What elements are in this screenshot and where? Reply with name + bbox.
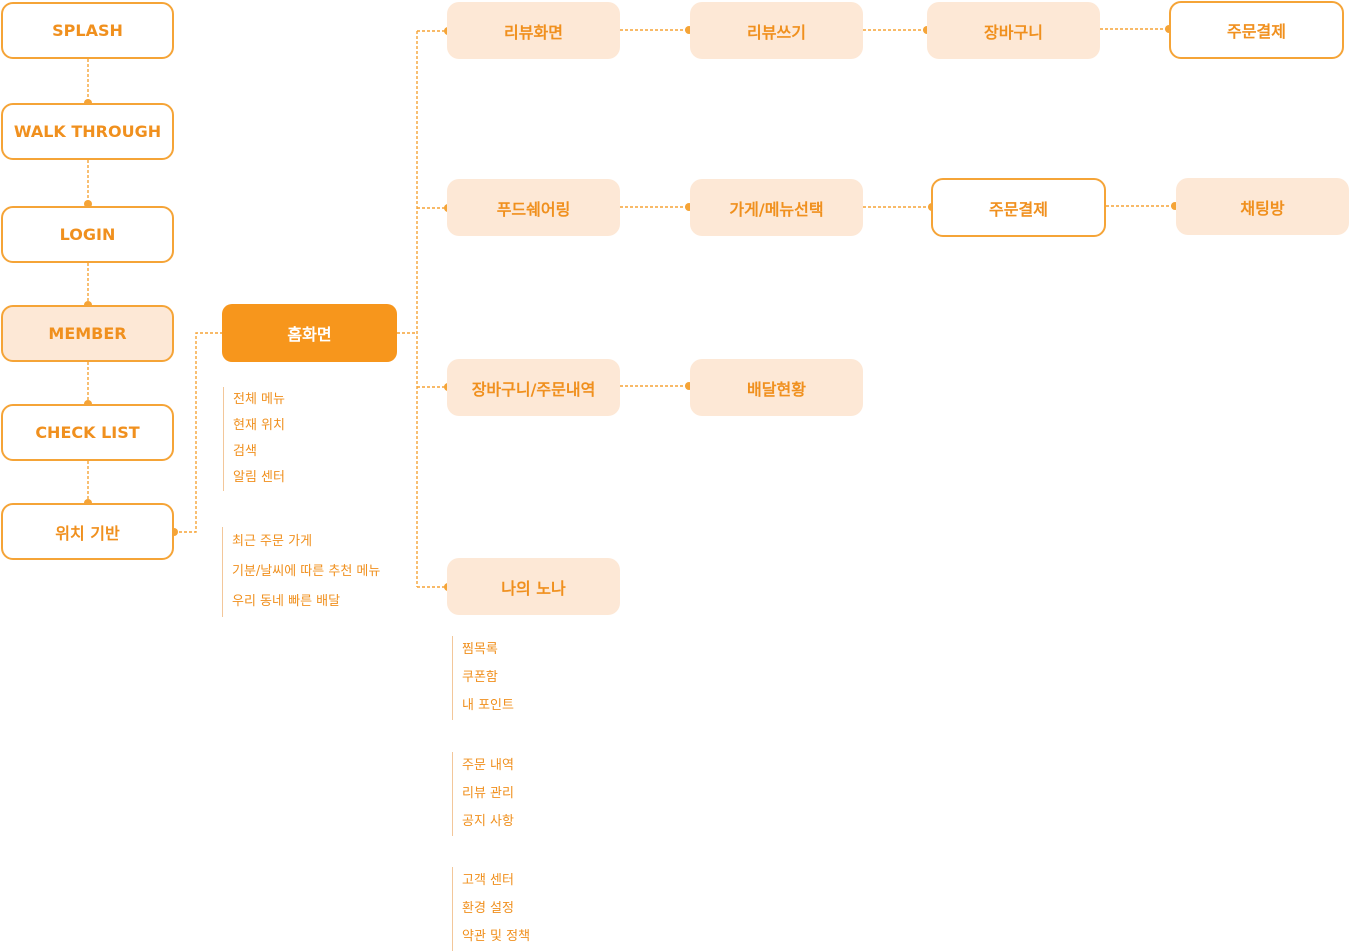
home-menu-group-2: 최근 주문 가게 기분/날씨에 따른 추천 메뉴 우리 동네 빠른 배달 [222, 527, 380, 617]
my-item: 내 포인트 [462, 698, 514, 713]
home-menu-group-1: 전체 메뉴 현재 위치 검색 알림 센터 [223, 387, 285, 491]
my-item: 고객 센터 [462, 873, 514, 888]
node-store-menu-select[interactable]: 가게/메뉴선택 [690, 179, 863, 236]
node-splash[interactable]: SPLASH [1, 2, 174, 59]
node-check-list[interactable]: CHECK LIST [1, 404, 174, 461]
home-item: 기분/날씨에 따른 추천 메뉴 [232, 564, 381, 579]
node-checkout[interactable]: 주문결제 [1169, 1, 1344, 59]
flow-connector [174, 332, 222, 533]
home-item: 우리 동네 빠른 배달 [232, 594, 341, 609]
node-cart-orders[interactable]: 장바구니/주문내역 [447, 359, 620, 416]
node-home[interactable]: 홈화면 [222, 304, 397, 362]
my-item: 약관 및 정책 [462, 929, 531, 944]
my-item: 환경 설정 [462, 901, 514, 916]
my-item: 쿠폰함 [462, 670, 498, 685]
home-item: 최근 주문 가게 [232, 534, 313, 549]
home-item: 알림 센터 [233, 470, 285, 485]
my-item: 공지 사항 [462, 814, 514, 829]
node-walk-through[interactable]: WALK THROUGH [1, 103, 174, 160]
node-cart[interactable]: 장바구니 [927, 2, 1100, 59]
node-delivery-status[interactable]: 배달현황 [690, 359, 863, 416]
node-review-screen[interactable]: 리뷰화면 [447, 2, 620, 59]
home-item: 검색 [233, 444, 257, 459]
home-item: 현재 위치 [233, 418, 285, 433]
node-login[interactable]: LOGIN [1, 206, 174, 263]
node-checkout-sharing[interactable]: 주문결제 [931, 178, 1106, 237]
my-menu-group-1: 찜목록 쿠폰함 내 포인트 [452, 636, 514, 720]
my-menu-group-3: 고객 센터 환경 설정 약관 및 정책 [452, 867, 530, 951]
node-chat-room[interactable]: 채팅방 [1176, 178, 1349, 235]
node-write-review[interactable]: 리뷰쓰기 [690, 2, 863, 59]
home-item: 전체 메뉴 [233, 392, 285, 407]
my-item: 주문 내역 [462, 758, 514, 773]
node-member[interactable]: MEMBER [1, 305, 174, 362]
my-menu-group-2: 주문 내역 리뷰 관리 공지 사항 [452, 752, 514, 836]
node-food-sharing[interactable]: 푸드쉐어링 [447, 179, 620, 236]
node-location[interactable]: 위치 기반 [1, 503, 174, 560]
my-item: 찜목록 [462, 642, 498, 657]
my-item: 리뷰 관리 [462, 786, 514, 801]
node-my-nona[interactable]: 나의 노나 [447, 558, 620, 615]
